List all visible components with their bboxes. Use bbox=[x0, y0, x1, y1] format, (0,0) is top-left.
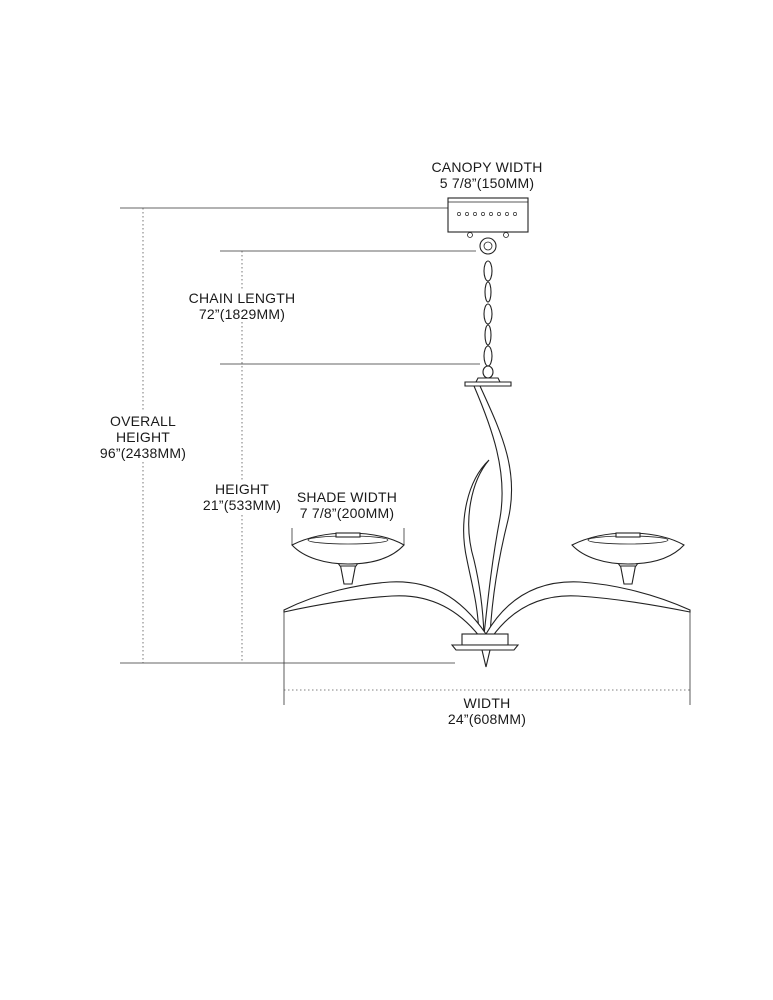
chain-end-loop bbox=[482, 365, 494, 379]
overall-height-title-line1: OVERALL bbox=[110, 413, 176, 429]
left-shade-bowl bbox=[291, 532, 405, 565]
hub-finial bbox=[481, 649, 491, 668]
top-plate bbox=[464, 377, 512, 387]
right-shade-bowl bbox=[571, 532, 685, 565]
chain-length-title: CHAIN LENGTH bbox=[188, 290, 296, 306]
canopy bbox=[447, 197, 529, 255]
hub-body bbox=[461, 633, 509, 646]
canopy-body bbox=[447, 197, 529, 233]
bottom-hub bbox=[450, 633, 520, 668]
dimension-lines bbox=[120, 207, 691, 705]
left-arm bbox=[283, 581, 487, 638]
canopy-screw-left bbox=[467, 232, 473, 238]
canopy-width-value: 5 7/8”(150MM) bbox=[439, 175, 535, 191]
right-shade bbox=[571, 532, 685, 585]
top-plate-body bbox=[464, 381, 512, 387]
left-shade-cap bbox=[335, 532, 361, 538]
chain-link bbox=[483, 345, 493, 367]
canopy-width-title: CANOPY WIDTH bbox=[431, 159, 543, 175]
left-shade bbox=[291, 532, 405, 585]
right-shade-cap bbox=[615, 532, 641, 538]
chain-link bbox=[484, 324, 492, 346]
right-arm bbox=[485, 581, 691, 638]
canopy-dots bbox=[457, 212, 517, 216]
overall-height-label: OVERALL HEIGHT 96”(2438MM) bbox=[78, 413, 208, 461]
width-value: 24”(608MM) bbox=[447, 711, 527, 727]
overall-height-value: 96”(2438MM) bbox=[99, 445, 187, 461]
chain-length-label: CHAIN LENGTH 72”(1829MM) bbox=[172, 290, 312, 322]
stem bbox=[463, 385, 513, 636]
shade-width-value: 7 7/8”(200MM) bbox=[299, 505, 395, 521]
chain-length-value: 72”(1829MM) bbox=[198, 306, 286, 322]
chain-link bbox=[483, 303, 493, 325]
width-label: WIDTH 24”(608MM) bbox=[427, 695, 547, 727]
height-title: HEIGHT bbox=[214, 481, 270, 497]
shade-width-title: SHADE WIDTH bbox=[296, 489, 398, 505]
canopy-loop bbox=[479, 237, 497, 255]
canopy-screw-right bbox=[503, 232, 509, 238]
leaf-stem bbox=[463, 459, 490, 636]
chain-link bbox=[484, 281, 492, 303]
chain-link bbox=[483, 260, 493, 282]
height-value: 21”(533MM) bbox=[202, 497, 282, 513]
chain bbox=[482, 260, 494, 379]
hub-base bbox=[450, 644, 520, 651]
shade-width-label: SHADE WIDTH 7 7/8”(200MM) bbox=[285, 489, 409, 521]
width-title: WIDTH bbox=[463, 695, 511, 711]
overall-height-title-line2: HEIGHT bbox=[115, 429, 171, 445]
height-label: HEIGHT 21”(533MM) bbox=[186, 481, 298, 513]
canopy-width-label: CANOPY WIDTH 5 7/8”(150MM) bbox=[418, 159, 556, 191]
